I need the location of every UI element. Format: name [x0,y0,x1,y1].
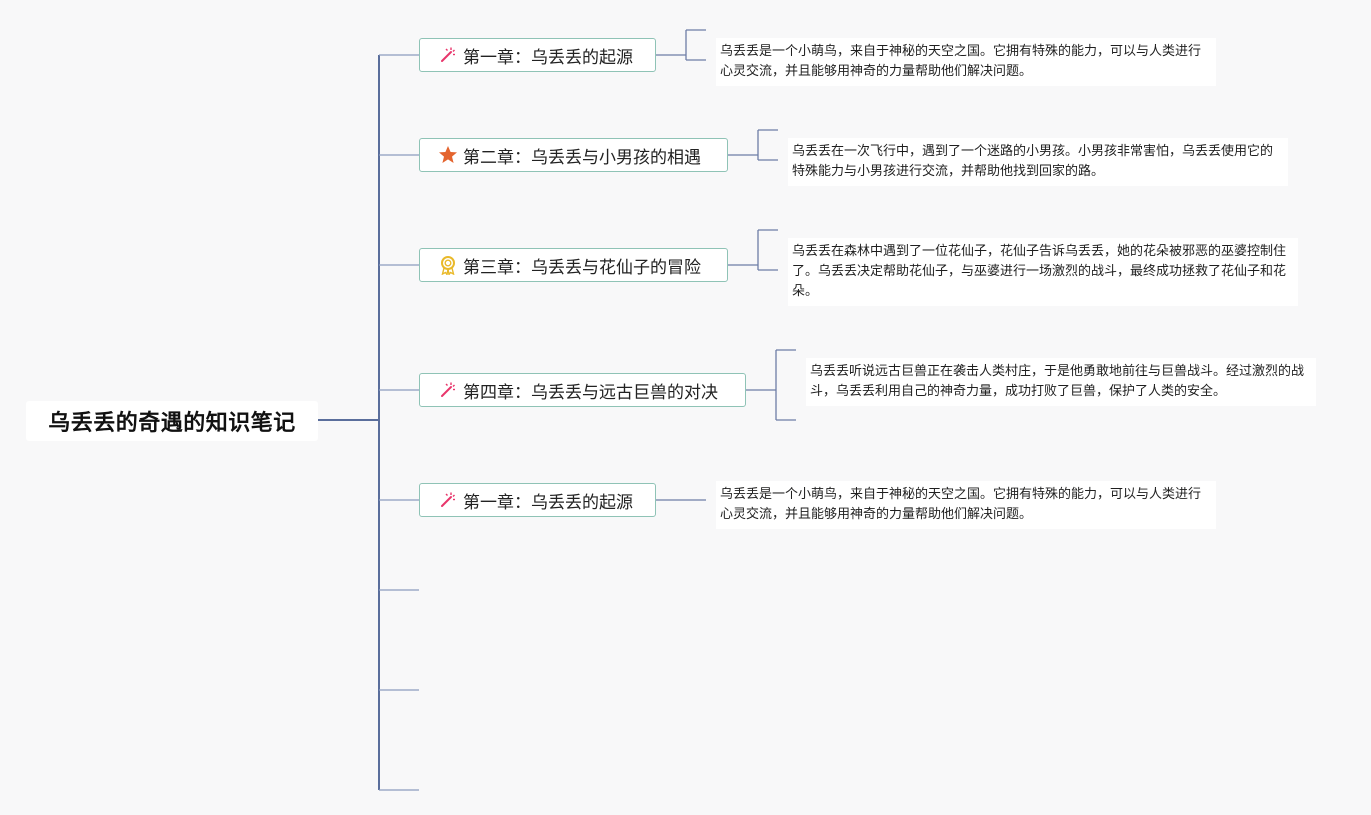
award-medal-icon [438,255,458,275]
note-text: 乌丢丢在森林中遇到了一位花仙子，花仙子告诉乌丢丢，她的花朵被邪恶的巫婆控制住了。… [792,244,1287,299]
note-text: 乌丢丢听说远古巨兽正在袭击人类村庄，于是他勇敢地前往与巨兽战斗。经过激烈的战斗，… [810,364,1305,399]
topic-chapter-2[interactable]: 第二章：乌丢丢与小男孩的相遇 [419,138,728,172]
topic-label: 第四章：乌丢丢与远古巨兽的对决 [463,382,718,403]
topic-chapter-3[interactable]: 第三章：乌丢丢与花仙子的冒险 [419,248,728,282]
topic-chapter-1-duplicate[interactable]: 第一章：乌丢丢的起源 [419,483,656,517]
magic-wand-icon [438,380,458,400]
note-text: 乌丢丢是一个小萌鸟，来自于神秘的天空之国。它拥有特殊的能力，可以与人类进行心灵交… [720,44,1202,79]
root-title: 乌丢丢的奇遇的知识笔记 [48,411,296,436]
topic-label: 第二章：乌丢丢与小男孩的相遇 [463,147,701,168]
topic-chapter-4[interactable]: 第四章：乌丢丢与远古巨兽的对决 [419,373,746,407]
topic-label: 第三章：乌丢丢与花仙子的冒险 [463,257,701,278]
star-icon [438,145,458,165]
topic-label: 第一章：乌丢丢的起源 [463,492,633,513]
note-chapter-1-duplicate: 乌丢丢是一个小萌鸟，来自于神秘的天空之国。它拥有特殊的能力，可以与人类进行心灵交… [716,481,1216,529]
topic-label: 第一章：乌丢丢的起源 [463,47,633,68]
topic-chapter-1[interactable]: 第一章：乌丢丢的起源 [419,38,656,72]
note-chapter-2: 乌丢丢在一次飞行中，遇到了一个迷路的小男孩。小男孩非常害怕，乌丢丢使用它的特殊能… [788,138,1288,186]
note-chapter-1: 乌丢丢是一个小萌鸟，来自于神秘的天空之国。它拥有特殊的能力，可以与人类进行心灵交… [716,38,1216,86]
root-topic[interactable]: 乌丢丢的奇遇的知识笔记 [26,401,318,441]
note-chapter-3: 乌丢丢在森林中遇到了一位花仙子，花仙子告诉乌丢丢，她的花朵被邪恶的巫婆控制住了。… [788,238,1298,306]
note-chapter-4: 乌丢丢听说远古巨兽正在袭击人类村庄，于是他勇敢地前往与巨兽战斗。经过激烈的战斗，… [806,358,1316,406]
magic-wand-icon [438,45,458,65]
note-text: 乌丢丢是一个小萌鸟，来自于神秘的天空之国。它拥有特殊的能力，可以与人类进行心灵交… [720,487,1202,522]
magic-wand-icon [438,490,458,510]
note-text: 乌丢丢在一次飞行中，遇到了一个迷路的小男孩。小男孩非常害怕，乌丢丢使用它的特殊能… [792,144,1274,179]
